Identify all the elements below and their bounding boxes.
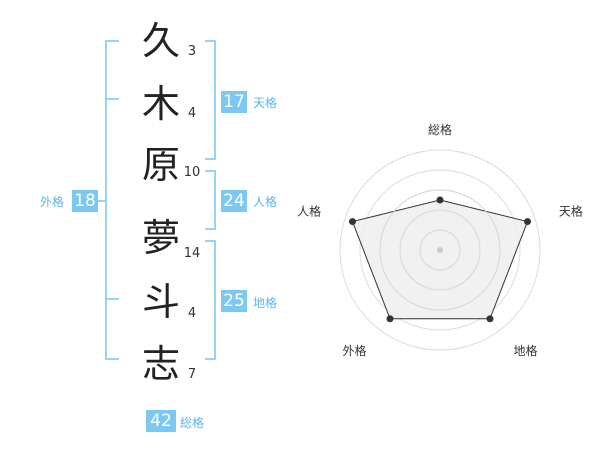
radar-inner-ring-2 [399,209,481,291]
name-char-6: 志 [141,342,180,386]
radar-axis-label-1: 総格 [428,122,452,137]
name-char-4: 夢 [141,216,180,260]
jinkaku-label: 人格 [253,195,278,209]
soukaku-label: 総格 [180,416,205,430]
radar-inner-ring-3 [419,229,461,271]
name-char-1: 久 [141,19,180,63]
radar-axis-label-3: 地格 [513,343,537,358]
name-char-5: 斗 [141,280,180,324]
gaikaku-bracket-top [105,40,119,42]
gaikaku-bracket-vertical [105,40,107,360]
chikaku-label: 地格 [253,296,278,310]
jinkaku-bracket-vertical [214,170,216,230]
radar-axis-label-5: 人格 [297,203,321,218]
name-char-3: 原 [141,143,180,187]
jinkaku-bracket-bottom [205,228,215,230]
radar-point-4 [386,315,394,323]
gaikaku-bracket-bottom [105,358,119,360]
gaikaku-connector [98,200,106,202]
gaikaku-value: 18 [72,190,98,212]
stroke-count-5: 4 [187,306,197,321]
tenkaku-bracket-vertical [214,40,216,160]
radar-center-dot [437,247,443,253]
tenkaku-label: 天格 [253,96,278,110]
gaikaku-label: 外格 [40,195,65,209]
gaikaku-bracket-tick-2 [105,298,119,300]
chikaku-bracket-top [205,240,215,242]
stroke-count-3: 10 [183,165,201,180]
chikaku-value: 25 [221,290,247,312]
radar-axis-label-4: 外格 [343,343,367,358]
radar-point-3 [486,315,494,323]
radar-inner-ring-1 [379,189,501,311]
chikaku-bracket-vertical [214,240,216,360]
radar-point-1 [436,196,444,204]
radar-point-5 [349,218,357,226]
jinkaku-bracket-top [205,170,215,172]
tenkaku-value: 17 [221,91,247,113]
gaikaku-bracket-tick-1 [105,98,119,100]
tenkaku-bracket-bottom [205,158,215,160]
stroke-count-2: 4 [187,106,197,121]
radar-point-2 [523,218,531,226]
radar-data-polygon [351,199,529,320]
radar-axis-label-2: 天格 [559,203,583,218]
stroke-count-6: 7 [187,367,197,382]
stroke-count-4: 14 [183,246,201,261]
chikaku-bracket-bottom [205,358,215,360]
soukaku-value: 42 [146,410,176,432]
jinkaku-value: 24 [221,190,247,212]
radar-ring-2 [359,169,521,331]
name-char-2: 木 [141,82,180,126]
tenkaku-bracket-top [205,40,215,42]
stroke-count-1: 3 [187,44,197,59]
